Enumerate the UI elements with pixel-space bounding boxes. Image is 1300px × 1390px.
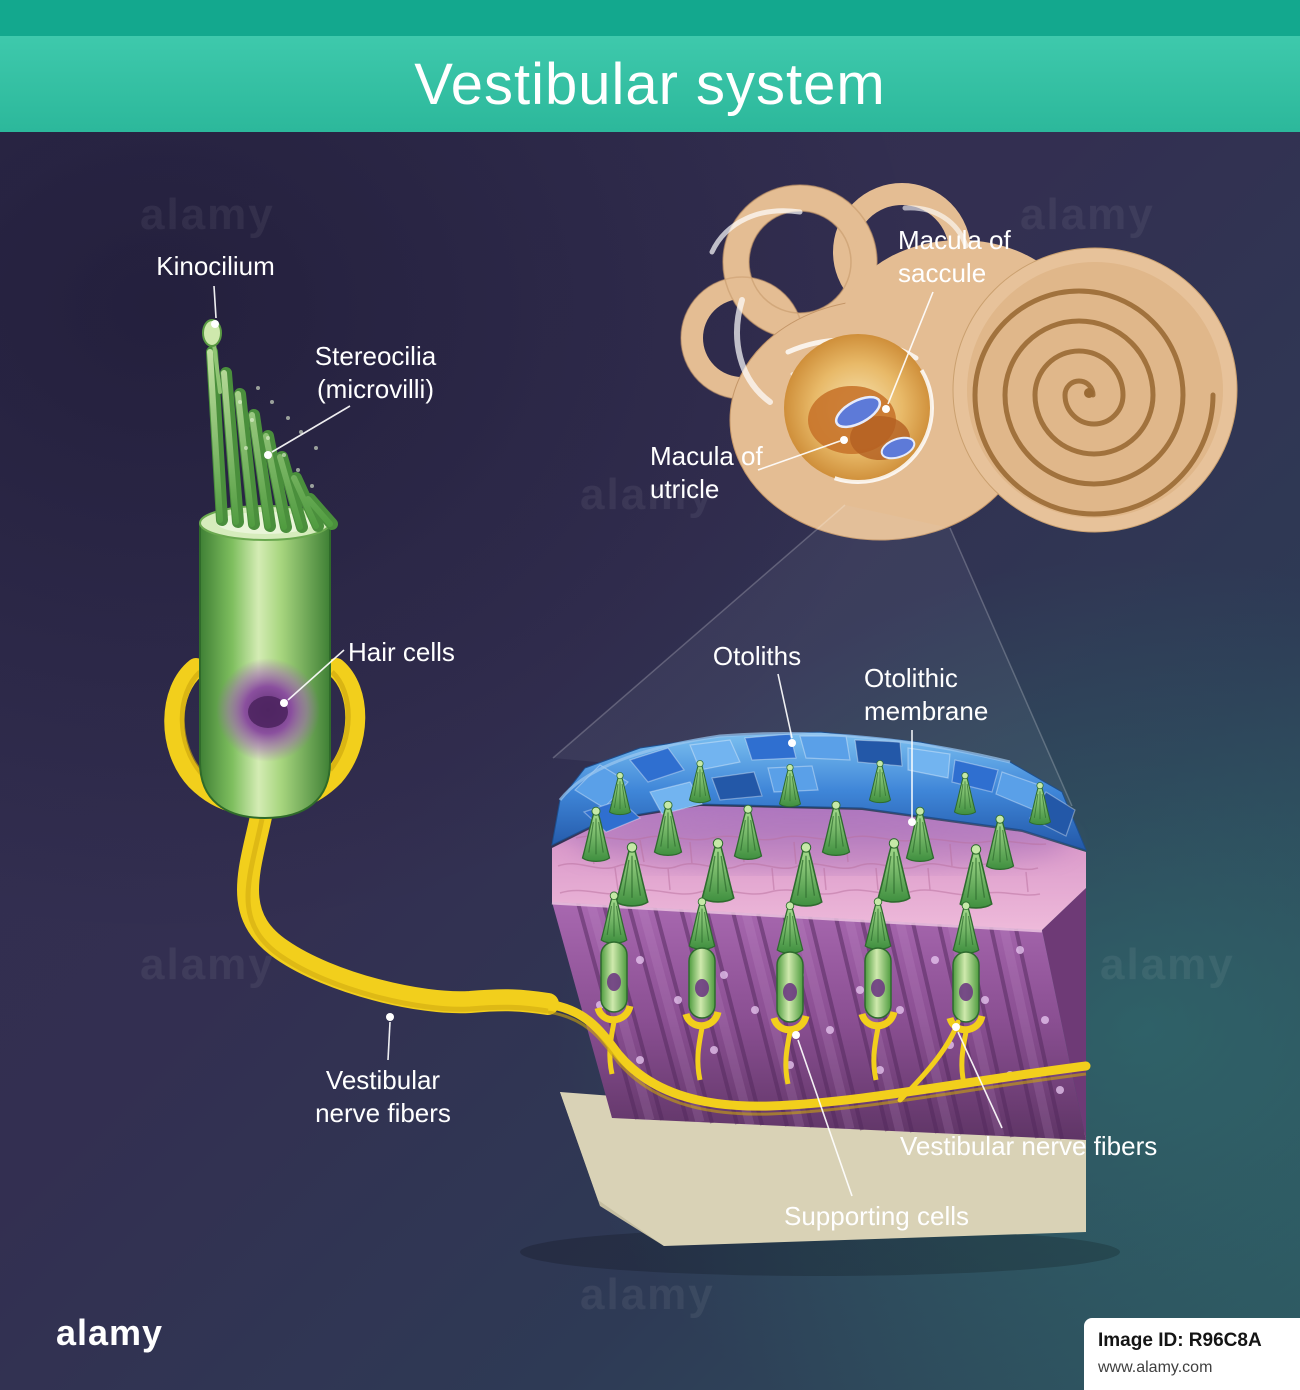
hair-cells-label: Hair cells	[348, 636, 455, 669]
nerve-fibers-left-line1: Vestibular	[325, 1065, 441, 1095]
otoliths-label-text: Otoliths	[712, 641, 802, 671]
macula-saccule-label: Macula of saccule	[898, 224, 1011, 290]
kinocilium-label: Kinocilium	[118, 250, 313, 283]
otoliths-label: Otoliths	[692, 640, 822, 673]
header-top-strip	[0, 0, 1300, 36]
nerve-fibers-right-label: Vestibular nerve fibers	[900, 1130, 1157, 1163]
header-band: Vestibular system	[0, 36, 1300, 132]
macula-utricle-label: Macula of utricle	[650, 440, 763, 506]
image-id-box: Image ID: R96C8A www.alamy.com	[1084, 1318, 1300, 1390]
otolithic-membrane-line2: membrane	[864, 696, 989, 726]
nerve-fibers-left-label: Vestibular nerve fibers	[298, 1064, 468, 1130]
projection-beam	[552, 504, 1073, 807]
image-id: Image ID: R96C8A	[1098, 1330, 1262, 1351]
supporting-cells-face	[552, 902, 1086, 1140]
cochlea-spiral	[972, 288, 1216, 517]
hair-cell-illustration	[164, 319, 559, 1015]
macula-utricle-line1: Macula of	[650, 441, 763, 471]
nerve-fibers-left-line2: nerve fibers	[315, 1098, 451, 1128]
stereocilia-speckles	[238, 386, 318, 488]
leader-dots	[211, 320, 960, 1039]
macula-saccule-line2: saccule	[898, 258, 987, 288]
page-title: Vestibular system	[414, 51, 886, 117]
otolithic-membrane-label: Otolithic membrane	[864, 662, 988, 728]
macula-of-utricle	[880, 436, 916, 460]
leader-lines	[213, 285, 1003, 1197]
block-nerve-fiber	[543, 999, 1091, 1111]
alamy-logo: alamy	[56, 1312, 164, 1353]
stereocilia-label-line2: (microvilli)	[317, 374, 434, 404]
block-right-face	[1042, 888, 1086, 1140]
stereocilia-label: Stereocilia (microvilli)	[288, 340, 463, 406]
otolithic-membrane-line1: Otolithic	[864, 663, 958, 693]
alamy-url: www.alamy.com	[1098, 1359, 1213, 1376]
kinocilium-label-text: Kinocilium	[156, 251, 275, 281]
nerve-fibers-right-text: Vestibular nerve fibers	[900, 1131, 1158, 1161]
supporting-cells-label-text: Supporting cells	[784, 1201, 969, 1231]
macula-of-saccule	[834, 395, 882, 429]
supporting-cells-label: Supporting cells	[784, 1200, 969, 1233]
macula-saccule-line1: Macula of	[898, 225, 1011, 255]
macula-utricle-line2: utricle	[650, 474, 720, 504]
kinocilium-stalk	[212, 342, 222, 394]
macula-tissue-block	[520, 731, 1120, 1276]
stereocilia-label-line1: Stereocilia	[314, 341, 437, 371]
vestibular-nerve-fiber	[237, 801, 559, 1015]
hair-cells-label-text: Hair cells	[348, 637, 455, 667]
